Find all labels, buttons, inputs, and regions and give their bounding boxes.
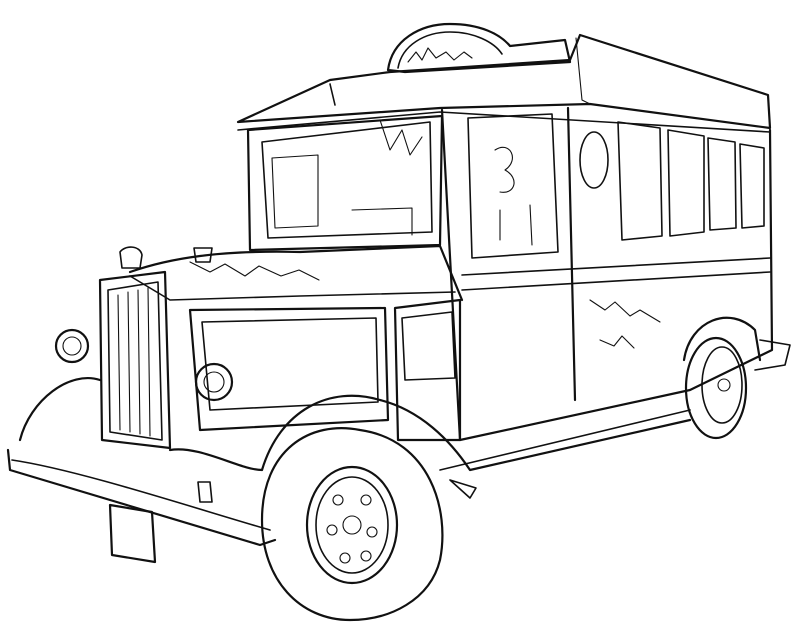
truck-roof — [236, 33, 772, 133]
front-wheel — [260, 427, 444, 622]
rear-wheel — [682, 316, 791, 440]
cargo-box — [440, 106, 774, 442]
roof-sign — [386, 22, 572, 74]
chassis — [439, 409, 691, 499]
truck-hood — [128, 244, 464, 302]
radiator-grille — [98, 246, 172, 450]
cab-door — [188, 298, 462, 442]
headlights — [54, 328, 234, 402]
cab-upper — [246, 114, 444, 252]
front-fender — [6, 377, 692, 564]
